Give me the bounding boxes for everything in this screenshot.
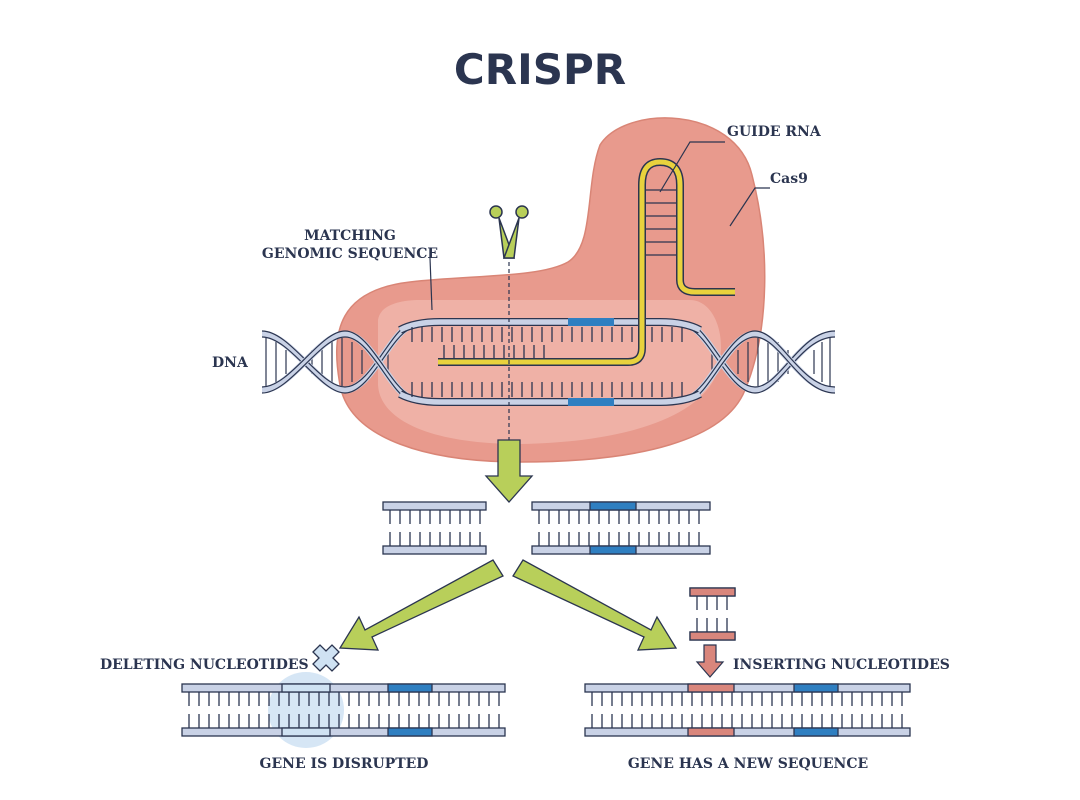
deleting-label: DELETING NUCLEOTIDES xyxy=(100,657,309,673)
gene-disrupted-label: GENE IS DISRUPTED xyxy=(260,756,429,772)
guide-rna xyxy=(438,158,735,366)
scissors-icon xyxy=(489,205,529,259)
matching-label-line1: MATCHING xyxy=(304,228,396,244)
dna-strand xyxy=(689,618,736,641)
dna-label: DNA xyxy=(212,355,249,371)
dna-helix-left xyxy=(261,322,412,402)
new-sequence-dna xyxy=(584,683,911,737)
dna-strand xyxy=(382,501,487,524)
dna-open-bubble xyxy=(398,318,702,406)
dna-strand xyxy=(181,714,506,737)
broken-dna-left xyxy=(382,501,487,555)
insert-fragment xyxy=(689,587,736,641)
dna-strand xyxy=(689,587,736,610)
target-site-top xyxy=(568,318,614,326)
target-site-bottom xyxy=(568,398,614,406)
left-repair-arrow xyxy=(338,559,504,651)
guide-rna-label: GUIDE RNA xyxy=(727,124,822,140)
cas9-shade xyxy=(378,300,722,444)
disrupted-dna xyxy=(181,683,506,737)
insert-down-arrow-icon xyxy=(695,644,725,678)
guide-rna-hairpin-rungs xyxy=(645,189,677,256)
cross-icon xyxy=(312,644,340,672)
dna-strand xyxy=(181,683,506,706)
dna-strand xyxy=(584,714,911,737)
right-repair-arrow xyxy=(512,559,678,651)
down-arrow-icon xyxy=(484,439,534,503)
inserting-label: INSERTING NUCLEOTIDES xyxy=(733,657,950,673)
repair-arrows xyxy=(338,559,678,651)
cas9-label: Cas9 xyxy=(770,171,808,187)
broken-dna xyxy=(382,501,711,555)
dna-strand xyxy=(531,532,711,555)
guide-rna-bases xyxy=(443,345,545,358)
dna-strand xyxy=(584,683,911,706)
label-leaders xyxy=(429,141,770,311)
broken-dna-right xyxy=(531,501,711,555)
dna-helix-right xyxy=(688,322,836,402)
page-title: CRISPR xyxy=(454,45,626,94)
dna-strand xyxy=(382,532,487,555)
gene-new-sequence-label: GENE HAS A NEW SEQUENCE xyxy=(628,756,868,772)
matching-label-line2: GENOMIC SEQUENCE xyxy=(262,246,438,262)
dna-strand xyxy=(531,501,711,524)
